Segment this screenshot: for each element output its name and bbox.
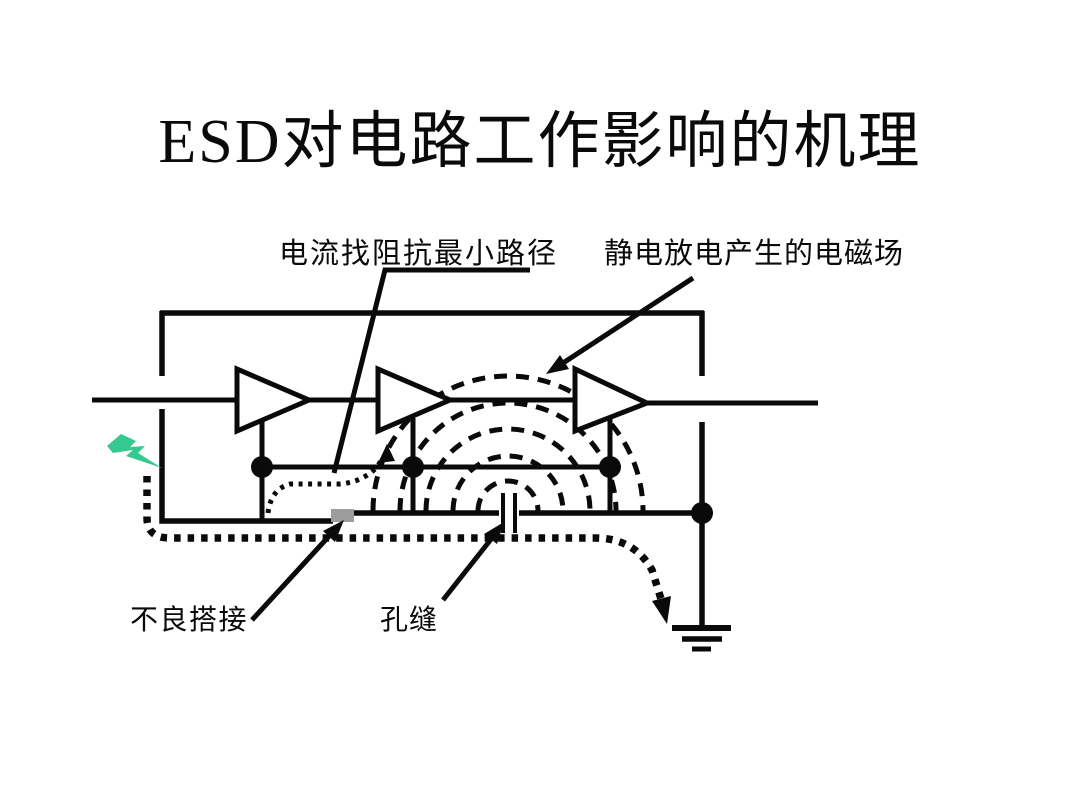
amplifier-stages xyxy=(234,365,654,435)
arrowhead-icon xyxy=(323,520,344,542)
label-hole-seam: 孔缝 xyxy=(380,605,439,636)
label-impedance-path: 电流找阻抗最小路径 xyxy=(279,238,559,270)
arrowhead-icon xyxy=(484,522,504,544)
arrowhead-icon xyxy=(546,355,569,374)
junction-dot xyxy=(402,456,424,478)
pointer-hole-seam-label xyxy=(441,522,504,602)
junction-dots xyxy=(251,456,713,524)
junction-dot xyxy=(599,456,621,478)
label-poor-bond: 不良搭接 xyxy=(130,605,249,636)
amplifier-2-icon xyxy=(375,365,457,435)
pointer-em-field-label xyxy=(546,275,695,374)
pointer-impedance-label xyxy=(331,267,530,474)
least-impedance-path xyxy=(265,444,395,514)
junction-dot xyxy=(691,502,713,524)
page-title: ESD对电路工作影响的机理 xyxy=(158,108,922,176)
esd-current-path xyxy=(143,476,671,624)
poor-bond-patch xyxy=(331,509,354,522)
junction-dot xyxy=(251,456,273,478)
esd-lightning-icon xyxy=(107,434,162,468)
amplifier-3-icon xyxy=(572,365,654,435)
pointer-poor-bond-label xyxy=(250,520,344,622)
label-em-field: 静电放电产生的电磁场 xyxy=(604,238,905,270)
earth-ground-icon xyxy=(672,625,731,652)
amplifier-1-icon xyxy=(234,365,316,435)
arrowhead-up-icon xyxy=(378,444,395,463)
hole-seam-gap-icon xyxy=(501,493,517,533)
enclosure-outline xyxy=(159,310,705,629)
signal-line xyxy=(92,397,818,406)
arrowhead-down-icon xyxy=(652,596,671,624)
